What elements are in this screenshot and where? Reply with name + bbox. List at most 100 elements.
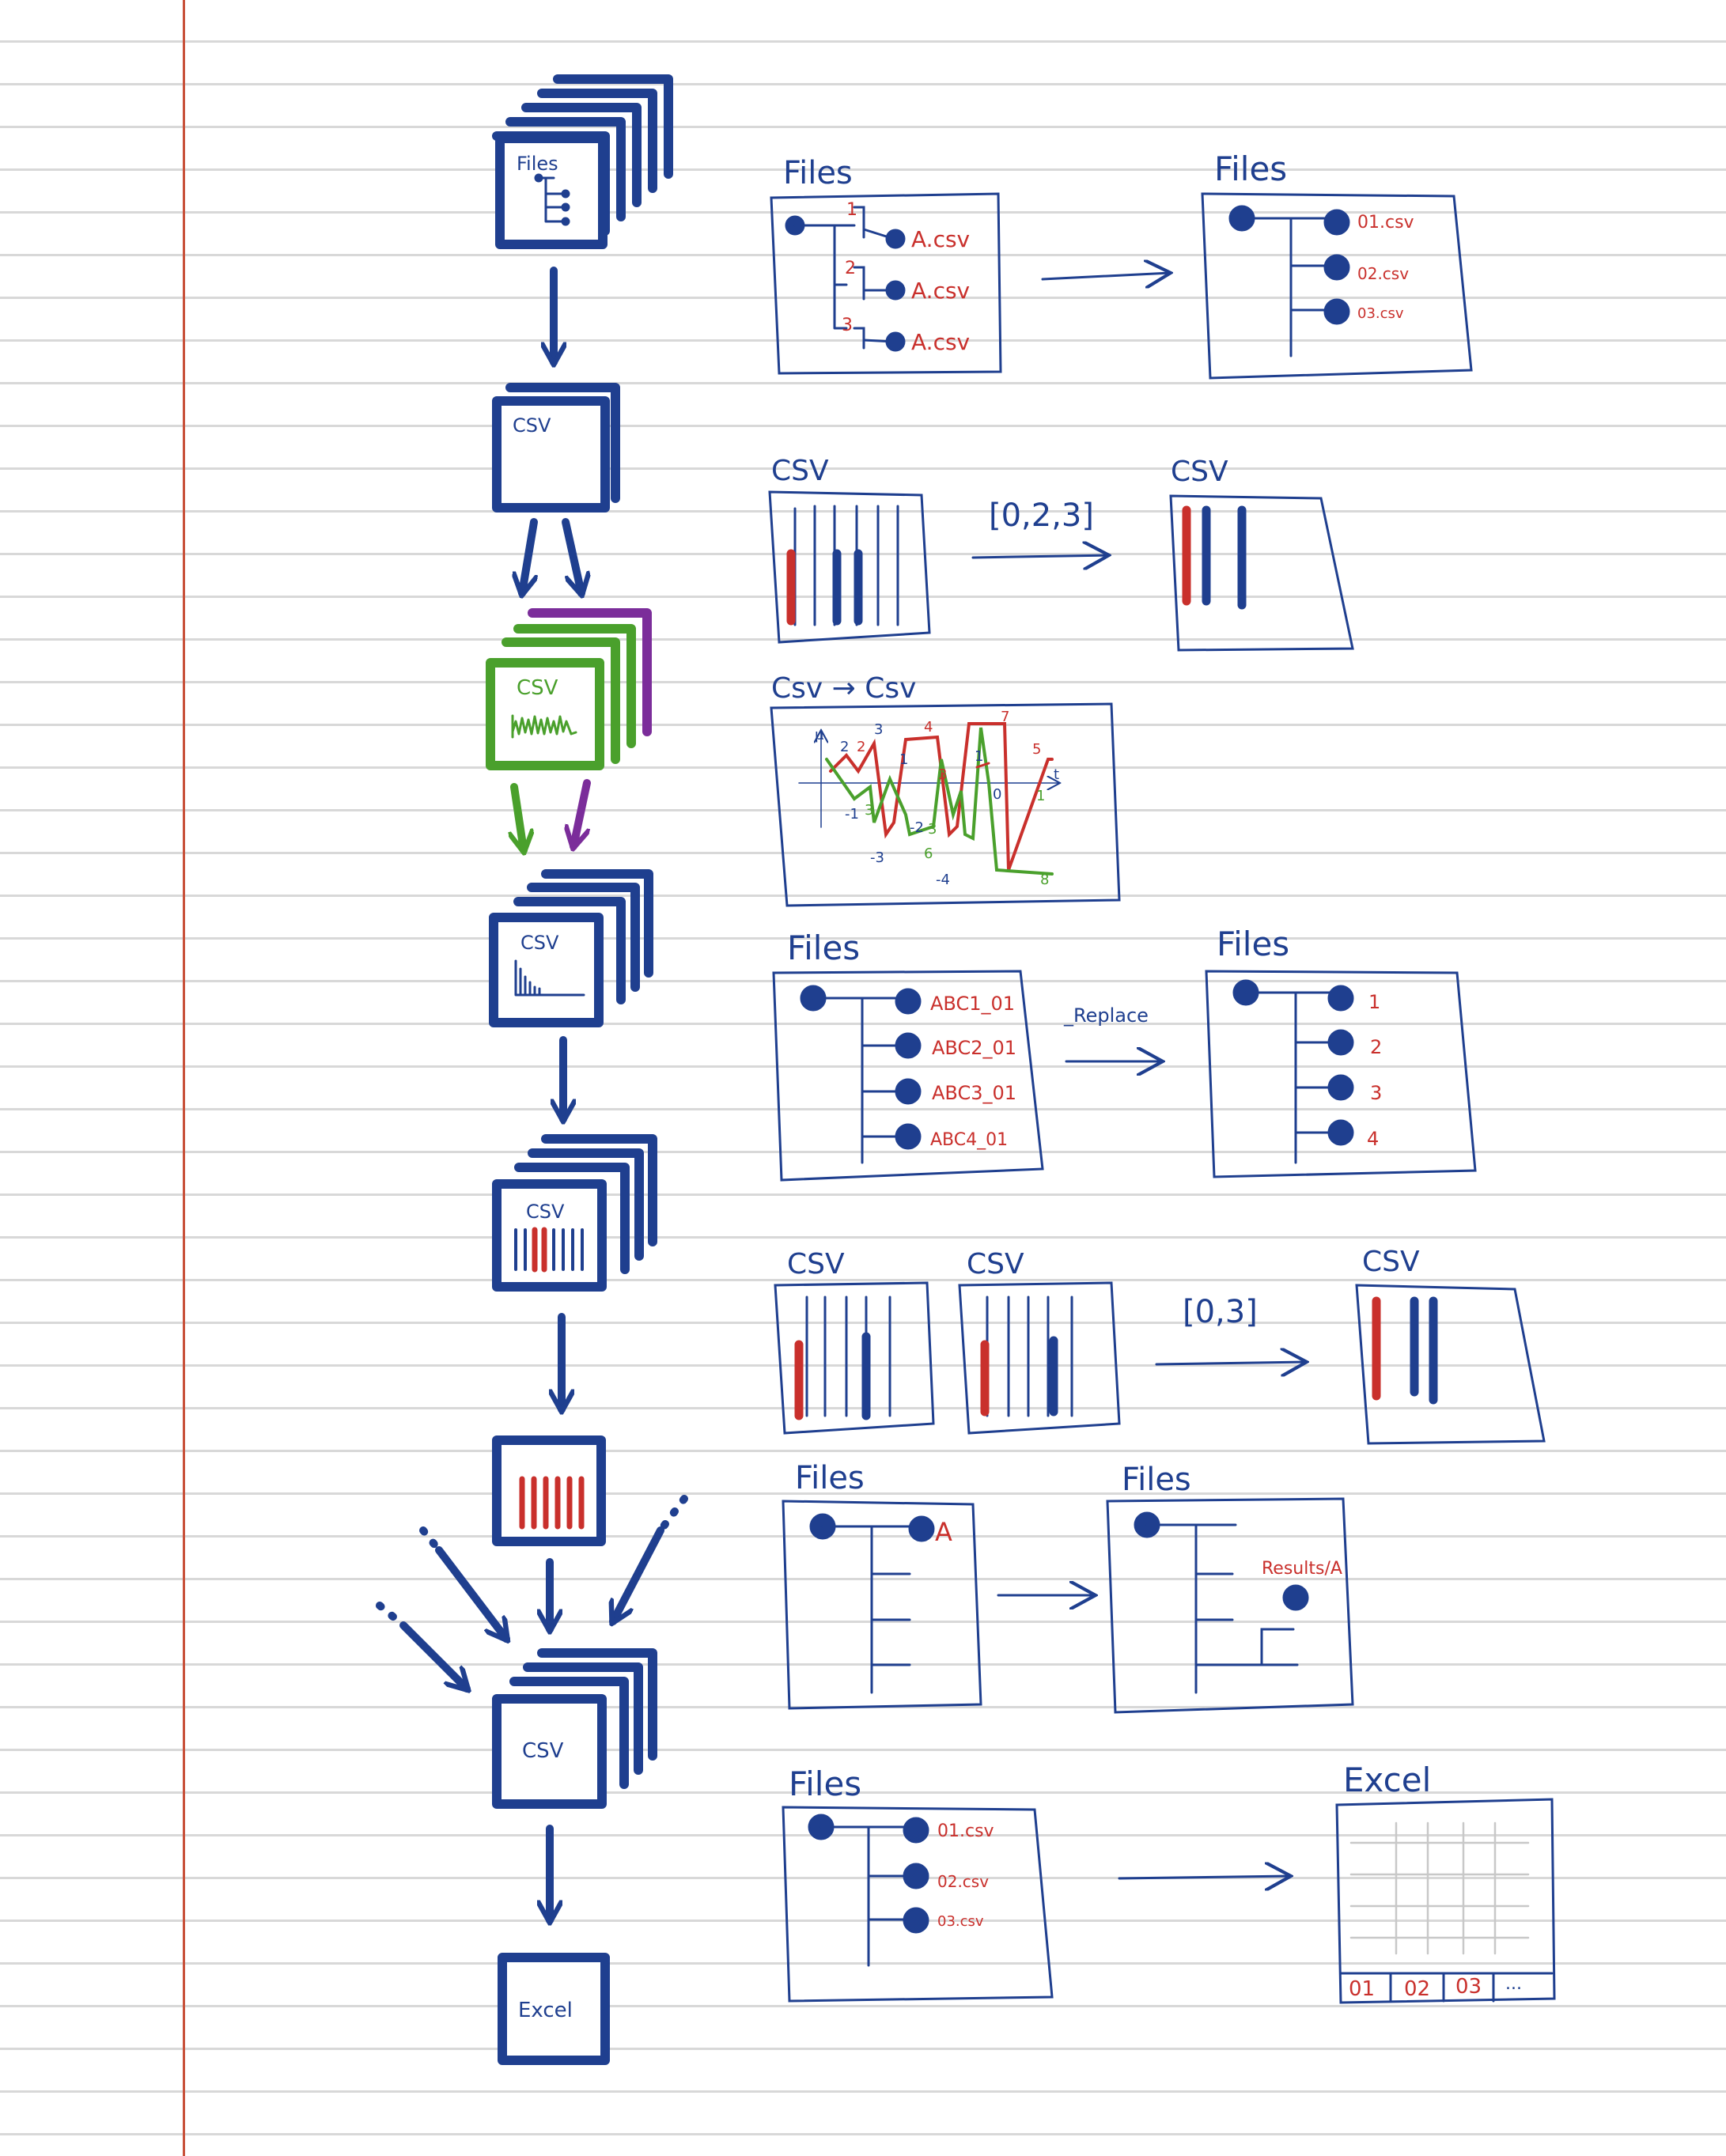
file-node	[885, 280, 906, 301]
signal-label: 0	[993, 786, 1001, 803]
signal-label: -1	[845, 806, 859, 823]
row7-right-title: Excel	[1343, 1761, 1431, 1799]
file-box	[782, 1806, 1054, 2003]
file-node	[895, 1078, 922, 1105]
csv-box	[768, 490, 931, 644]
row7-left-item: 03.csv	[937, 1913, 984, 1930]
sheet-tab: 02	[1404, 1977, 1430, 2001]
stacked-csv-chart-icon	[489, 869, 653, 1027]
row1-number: 1	[846, 200, 857, 220]
sheet-tab: 01	[1349, 1977, 1375, 2001]
sheet-tab: 03	[1455, 1975, 1482, 1999]
step3-label: CSV	[517, 676, 558, 700]
csv-box	[1355, 1284, 1546, 1445]
signal-label: 4	[924, 719, 933, 736]
row1-files-rename: Files 1 2 3 A.csv A.csv A.csv Files 01.c…	[770, 149, 1473, 380]
file-node	[1327, 1029, 1354, 1056]
row3-title: Csv → Csv	[771, 672, 916, 705]
file-node	[903, 1863, 929, 1889]
spreadsheet-grid	[1349, 1821, 1530, 1955]
row5-column-select: CSV CSV [0,3] CSV	[774, 1246, 1546, 1445]
step5-label: CSV	[526, 1201, 565, 1223]
signal-label: 5	[1032, 741, 1041, 758]
file-node	[1323, 298, 1350, 325]
pipeline: Files CSV CSV CSV	[376, 74, 688, 2065]
excel-file-icon	[498, 1953, 610, 2065]
row1-right-item: 02.csv	[1357, 264, 1409, 283]
row1-right-item: 03.csv	[1357, 305, 1404, 322]
signal-box	[770, 702, 1121, 907]
signal-label: -3	[870, 849, 884, 866]
signal-label: 2	[857, 739, 865, 755]
row3-axis-y: μ	[815, 727, 824, 743]
row2-column-select: CSV [0,2,3] CSV	[768, 455, 1354, 652]
signal-label: 3	[865, 802, 873, 819]
row4-right-item: 4	[1367, 1128, 1379, 1150]
row2-arrow-label: [0,2,3]	[989, 497, 1094, 534]
row4-left-title: Files	[787, 929, 860, 967]
selected-columns-icon	[492, 1435, 606, 1546]
signal-label: 2	[840, 739, 849, 755]
step1-label: Files	[517, 153, 558, 175]
file-node	[1282, 1584, 1309, 1611]
signal-label: 1	[1036, 788, 1045, 804]
row4-arrow-label: _Replace	[1063, 1004, 1149, 1027]
row1-right-title: Files	[1214, 149, 1287, 188]
row7-left-item: 02.csv	[937, 1872, 989, 1891]
csv-file-icon	[492, 383, 620, 513]
file-node	[895, 1123, 922, 1150]
row5-arrow-label: [0,3]	[1183, 1294, 1258, 1330]
file-node	[895, 1032, 922, 1059]
row6-left-title: Files	[795, 1460, 865, 1496]
signal-label: 8	[1040, 872, 1049, 888]
file-node	[1327, 985, 1354, 1012]
row1-left-item: A.csv	[911, 278, 970, 304]
file-node	[895, 988, 922, 1015]
signal-label: 3	[874, 721, 883, 738]
row1-number: 3	[842, 316, 853, 335]
row3-axis-x: t	[1054, 766, 1059, 783]
row1-number: 2	[845, 259, 856, 278]
signal-label: 1	[975, 748, 983, 765]
file-node	[885, 331, 906, 352]
signal-label: 3	[928, 821, 937, 838]
row2-right-title: CSV	[1171, 456, 1228, 488]
row6-right-item: Results/A	[1262, 1559, 1342, 1579]
arrow-down-green	[514, 783, 524, 850]
transform-arrow	[1041, 273, 1171, 279]
csv-box	[774, 1281, 935, 1435]
row1-right-item: 01.csv	[1357, 213, 1414, 233]
file-node	[903, 1817, 929, 1844]
row4-left-item: ABC3_01	[932, 1082, 1016, 1104]
row4-right-item: 1	[1368, 991, 1380, 1013]
file-box	[1205, 970, 1477, 1178]
row4-left-item: ABC4_01	[930, 1130, 1008, 1150]
file-node	[1323, 254, 1350, 281]
row4-right-item: 2	[1370, 1036, 1382, 1058]
notebook-margin-line	[183, 0, 185, 2156]
csv-box	[1169, 494, 1354, 652]
signal-label: 6	[924, 845, 933, 862]
row4-right-title: Files	[1217, 925, 1289, 963]
signal-label: 3	[938, 766, 947, 783]
file-node	[1323, 209, 1350, 236]
row4-right-item: 3	[1370, 1082, 1382, 1104]
step2-label: CSV	[513, 414, 551, 437]
step8-label: Excel	[518, 1999, 573, 2022]
row5-title-b: CSV	[967, 1248, 1024, 1280]
row5-right-title: CSV	[1362, 1246, 1420, 1278]
stacked-files-icon	[492, 74, 673, 249]
file-node	[885, 229, 906, 249]
file-box	[1106, 1497, 1354, 1714]
signal-label: 1	[899, 751, 908, 768]
file-node	[908, 1515, 935, 1542]
row1-left-item: A.csv	[911, 226, 970, 252]
file-node	[1327, 1074, 1354, 1101]
signal-label: -2	[910, 819, 924, 836]
transform-arrow	[1155, 1362, 1307, 1364]
row7-left-title: Files	[789, 1765, 861, 1803]
row2-left-title: CSV	[771, 455, 829, 487]
file-box	[772, 970, 1044, 1182]
row7-left-item: 01.csv	[937, 1821, 994, 1841]
row4-left-item: ABC1_01	[930, 993, 1015, 1015]
